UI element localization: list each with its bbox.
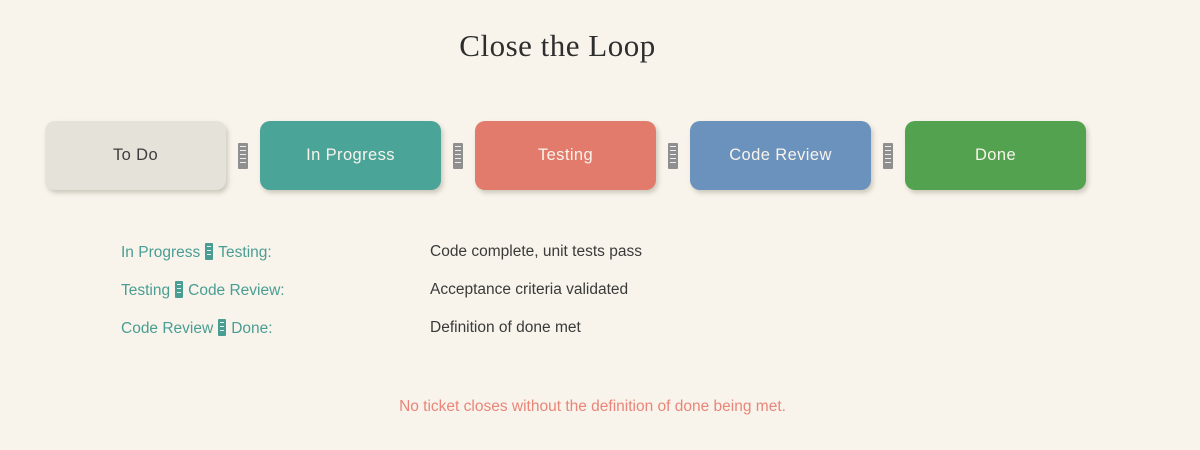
footer-note: No ticket closes without the definition … [399, 398, 786, 415]
missing-glyph-arrow-icon [218, 319, 227, 336]
missing-glyph-arrow-icon [205, 243, 214, 260]
page-title: Close the Loop [459, 28, 656, 63]
stage-box-in-progress: In Progress [260, 121, 441, 190]
transition-criteria: Acceptance criteria validated [430, 281, 629, 298]
missing-glyph-arrow-icon [238, 142, 248, 169]
stage-pipeline: To Do In Progress Testing Code Review Do… [45, 121, 1086, 190]
stage-box-done: Done [905, 121, 1086, 190]
stage-box-testing: Testing [475, 121, 656, 190]
missing-glyph-arrow-icon [668, 142, 678, 169]
stage-box-todo: To Do [45, 121, 226, 190]
stage-box-code-review: Code Review [690, 121, 871, 190]
transition-criteria: Definition of done met [430, 319, 581, 336]
missing-glyph-arrow-icon [453, 142, 463, 169]
transition-criteria: Code complete, unit tests pass [430, 243, 642, 260]
missing-glyph-arrow-icon [883, 142, 893, 169]
missing-glyph-arrow-icon [175, 281, 184, 298]
